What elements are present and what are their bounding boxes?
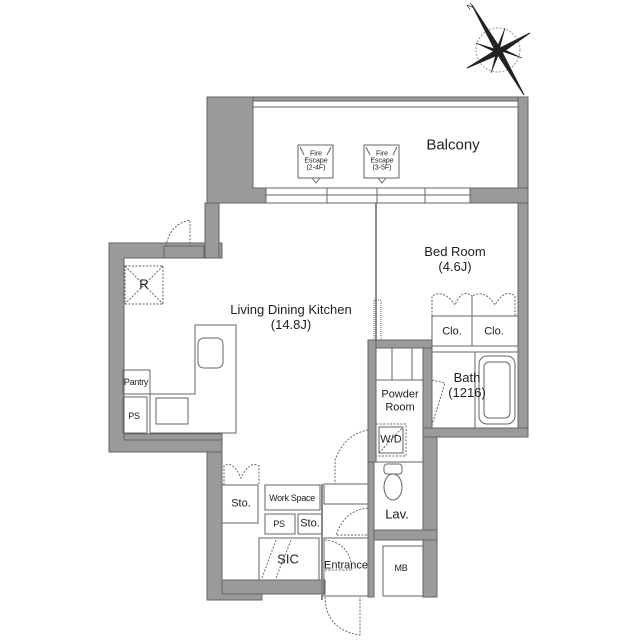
lavatory-label: Lav. [385, 506, 409, 522]
fire-escape-1-line3: (2-4F) [306, 164, 326, 172]
ldk-label: Living Dining Kitchen (14.8J) [230, 302, 352, 333]
work-space-label: Work Space [269, 492, 315, 503]
ldk-name: Living Dining Kitchen [230, 302, 352, 318]
powder-room-label: Powder Room [381, 388, 418, 413]
fire-escape-hatches [297, 144, 400, 184]
ps-kitchen-label: PS [128, 410, 140, 421]
meter-box-label: MB [394, 562, 408, 573]
bath-size: (1216) [448, 385, 486, 400]
fire-escape-2-line3: (3-5F) [372, 164, 392, 172]
ps-entry-label: PS [273, 518, 285, 529]
walls [108, 96, 529, 601]
closet-1-label: Clo. [442, 325, 462, 338]
fire-escape-1-line2: Escape [304, 157, 328, 165]
fire-escape-1-line1: Fire [309, 150, 323, 158]
fire-escape-2-line2: Escape [370, 157, 394, 165]
fire-escape-2-label: Fire Escape (3-5F) [370, 151, 393, 172]
ldk-size: (14.8J) [270, 317, 312, 332]
powder-room-line1: Powder [381, 388, 419, 401]
bath-name: Bath [453, 370, 481, 386]
storage-1-label: Sto. [231, 497, 251, 510]
pantry-label: Pantry [123, 376, 149, 387]
washer-dryer-label: W/D [380, 433, 402, 446]
closet-2-label: Clo. [484, 325, 504, 338]
sic-label: SIC [277, 551, 299, 567]
compass-rose-icon: N [465, 1, 531, 96]
fire-escape-1-label: Fire Escape (2-4F) [304, 151, 327, 172]
bedroom-size: (4.6J) [438, 259, 472, 274]
storage-2-label: Sto. [300, 517, 320, 530]
bedroom-label: Bed Room (4.6J) [424, 244, 486, 275]
interior-lines [122, 100, 519, 600]
entrance-label: Entrance [323, 559, 369, 572]
bath-label: Bath (1216) [448, 370, 486, 401]
bedroom-name: Bed Room [424, 244, 486, 260]
refrigerator-label: R [139, 276, 149, 292]
powder-room-line2: Room [385, 401, 415, 413]
door-swings [165, 219, 369, 636]
svg-text:N: N [465, 1, 475, 12]
fire-escape-2-line1: Fire [375, 150, 389, 158]
balcony-label: Balcony [426, 136, 480, 154]
